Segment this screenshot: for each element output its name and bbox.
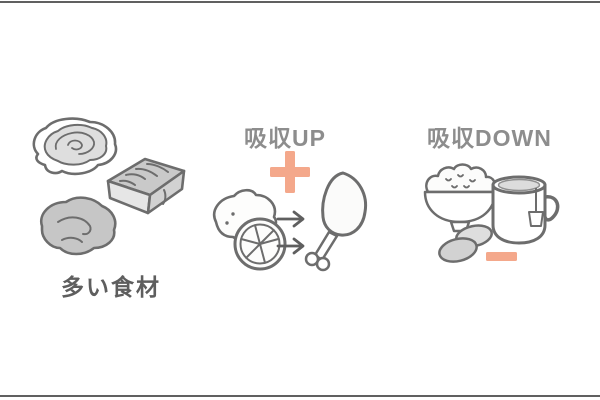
absorption-up-heading: 吸収UP xyxy=(244,125,326,151)
minus-icon xyxy=(486,252,517,261)
top-rule-line xyxy=(0,1,600,3)
lemon-slice-icon xyxy=(231,215,289,273)
drumstick-icon xyxy=(297,169,369,275)
plus-icon xyxy=(270,151,310,193)
bottom-rule-line xyxy=(0,395,600,397)
left-section-label: 多い食材 xyxy=(61,274,161,300)
tea-mug-icon xyxy=(488,172,562,252)
rice-bowl-icon xyxy=(420,161,500,241)
absorption-down-heading: 吸収DOWN xyxy=(427,125,552,151)
arrow-right-icons xyxy=(276,206,310,258)
liver-icon xyxy=(30,190,124,262)
oyster-icon xyxy=(22,114,124,186)
pickle-slices-icon xyxy=(437,219,495,267)
meat-block-icon xyxy=(100,151,190,219)
